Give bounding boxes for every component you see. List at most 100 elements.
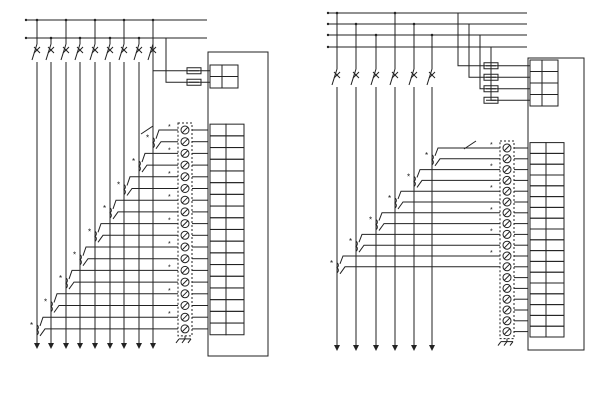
current-terminal-name-cell	[545, 260, 565, 273]
shorting-terminal	[180, 184, 190, 193]
current-terminal-name-cell	[545, 293, 565, 306]
current-terminal-num-cell	[529, 271, 547, 284]
shorting-terminal	[180, 195, 190, 205]
shorting-slash	[181, 278, 189, 286]
load-arrow	[392, 345, 398, 351]
ct-wire	[155, 141, 178, 149]
ct-polarity-dot: *	[30, 321, 33, 330]
shorting-terminal	[180, 242, 190, 252]
shorting-block	[499, 140, 515, 340]
ct-star: *	[490, 142, 493, 149]
current-terminal-name-cell	[225, 322, 245, 336]
current-terminal-name-cell	[225, 240, 245, 254]
bus-terminal	[24, 36, 28, 40]
ct-star: *	[168, 171, 171, 178]
current-terminal-num-cell	[209, 158, 227, 172]
current-terminal-name-cell	[545, 304, 565, 316]
breaker-blade	[389, 68, 396, 86]
voltage-terminal-num-cell	[209, 76, 223, 89]
shorting-terminal	[502, 283, 512, 293]
ct-wire	[126, 176, 178, 186]
shorting-slash	[181, 138, 189, 146]
ct-star: *	[168, 264, 171, 271]
shorting-terminal	[502, 229, 512, 239]
current-terminal-num-cell	[529, 163, 547, 176]
current-terminal-name-cell	[545, 163, 565, 176]
current-terminal-name-cell	[225, 264, 245, 277]
bus-terminal	[326, 33, 330, 37]
ct-coil	[65, 277, 68, 289]
shorting-slash	[181, 243, 189, 251]
shorting-slash	[181, 173, 189, 181]
ct-polarity-dot: *	[369, 216, 372, 225]
shorting-terminal	[180, 230, 190, 240]
voltage-terminal-name-cell	[541, 71, 559, 84]
shorting-terminal	[502, 327, 512, 337]
ct-coil	[375, 219, 378, 231]
shorting-slash	[503, 231, 511, 238]
shorting-slash	[503, 198, 511, 206]
three-phase-wiring-diagram: ************	[326, 11, 585, 351]
ct-wire	[112, 199, 178, 210]
shorting-terminal	[180, 172, 190, 182]
ct-star: *	[168, 241, 171, 248]
ct-wire	[112, 211, 178, 220]
ct-coil	[36, 324, 39, 336]
ct-wire	[397, 201, 500, 210]
shorting-terminal	[502, 219, 512, 229]
shorting-slash	[181, 313, 189, 321]
ct-wire	[358, 244, 500, 253]
ct-polarity-dot: *	[349, 237, 352, 246]
current-terminal-num-cell	[529, 196, 547, 208]
ct-star: *	[168, 311, 171, 318]
current-terminal-name-cell	[225, 193, 245, 207]
ct-star: *	[490, 185, 493, 192]
load-arrow	[34, 343, 40, 349]
ct-star: *	[490, 164, 493, 171]
shorting-terminal	[502, 208, 512, 218]
shorting-slash	[181, 208, 189, 216]
shorting-slash	[503, 328, 511, 335]
ct-wire	[82, 246, 178, 256]
ct-wire	[416, 169, 500, 178]
ct-coil	[394, 197, 397, 209]
ct-polarity-dot: *	[44, 298, 47, 307]
ground-symbol	[187, 338, 192, 344]
load-arrow	[429, 345, 435, 351]
current-terminal-name-cell	[225, 310, 245, 324]
shorting-slash	[503, 166, 511, 173]
shorting-terminal	[502, 154, 512, 164]
current-terminal-num-cell	[209, 217, 227, 230]
shorting-slash	[503, 187, 511, 195]
breaker-blade	[45, 43, 52, 61]
ct-polarity-dot: *	[146, 134, 149, 143]
current-terminal-num-cell	[529, 174, 547, 187]
current-terminal-name-cell	[545, 174, 565, 187]
current-terminal-name-cell	[545, 196, 565, 208]
current-terminal-num-cell	[209, 182, 227, 195]
meter-box	[207, 51, 269, 357]
current-terminal-num-cell	[529, 250, 547, 262]
breaker-blade	[74, 43, 81, 61]
shorting-terminal	[502, 240, 512, 250]
fuse	[186, 78, 202, 86]
breaker-blade	[426, 68, 433, 86]
current-terminal-num-cell	[529, 282, 547, 295]
ct-star: *	[168, 147, 171, 154]
current-terminal-num-cell	[529, 293, 547, 306]
current-terminal-num-cell	[529, 314, 547, 327]
shorting-slash	[503, 263, 511, 271]
fuse	[483, 96, 499, 104]
current-terminal-name-cell	[545, 325, 565, 338]
shorting-terminal	[502, 197, 512, 207]
ct-wire	[53, 305, 178, 313]
ct-wire	[155, 129, 178, 139]
ct-star: *	[168, 218, 171, 225]
shorting-terminal	[180, 324, 190, 334]
breaker-blade	[133, 43, 140, 61]
ground-symbol	[175, 338, 180, 344]
current-terminal-num-cell	[209, 170, 227, 184]
current-terminal-name-cell	[225, 275, 245, 289]
ct-star: *	[490, 250, 493, 257]
